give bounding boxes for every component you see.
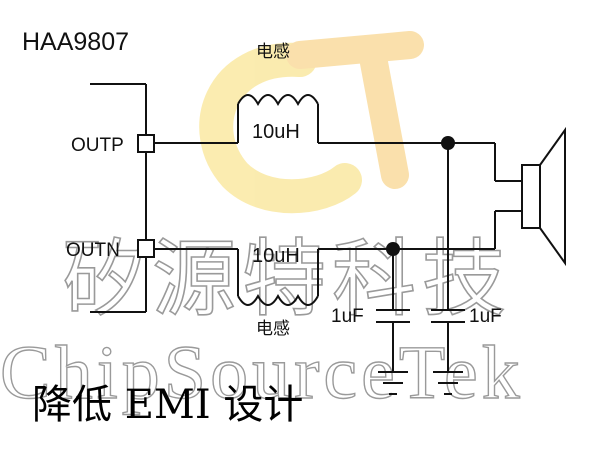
capacitor-1-value: 1uF: [331, 306, 364, 327]
speaker-leads: [494, 143, 522, 249]
top-signal-path: [154, 94, 495, 144]
top-inductor-value: 10uH: [252, 121, 300, 143]
bottom-inductor-name: 电感: [256, 319, 290, 338]
top-inductor-name: 电感: [256, 42, 290, 61]
bottom-signal-path: [154, 248, 495, 306]
capacitor-2: [431, 143, 465, 372]
outp-label: OUTP: [71, 135, 124, 156]
ground-symbol-2: [433, 371, 463, 395]
outn-label: OUTN: [66, 240, 120, 261]
capacitor-1: [376, 249, 410, 372]
chipsourcetek-logo-watermark: [199, 31, 424, 214]
speaker-icon: [521, 126, 566, 267]
outp-pin: [137, 134, 155, 153]
chip-label: HAA9807: [22, 28, 129, 56]
caption: 降低 EMI 设计: [32, 382, 303, 428]
capacitor-2-value: 1uF: [469, 306, 502, 327]
outn-pin: [137, 239, 155, 258]
chip-body-lines: [90, 83, 147, 313]
top-inductor-coil: [237, 94, 319, 107]
bottom-inductor-coil: [237, 293, 319, 306]
ground-symbol-1: [378, 371, 408, 395]
bottom-inductor-value: 10uH: [252, 245, 300, 267]
